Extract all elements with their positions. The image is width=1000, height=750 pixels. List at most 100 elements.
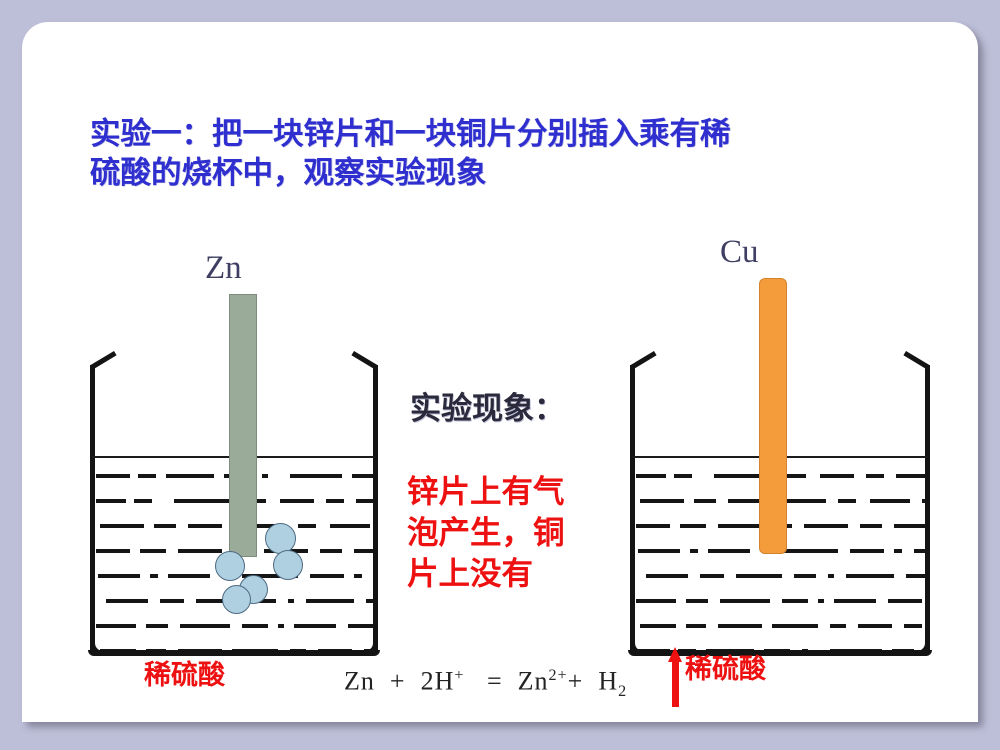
chemical-equation: Zn + 2H+ = Zn2++ H2 xyxy=(344,663,627,705)
solution-dash xyxy=(802,649,808,652)
solution-dash xyxy=(736,574,782,578)
equation-equals: = xyxy=(486,666,503,696)
solution-dash xyxy=(818,599,824,603)
solution-dash xyxy=(366,599,374,603)
beaker-right-wall-left xyxy=(630,365,635,652)
solution-dash xyxy=(680,524,706,528)
hydrogen-bubble xyxy=(222,585,251,614)
observation-line-3: 片上没有 xyxy=(407,556,534,591)
observation-heading: 实验现象： xyxy=(410,391,565,426)
observation-line-2: 泡产生，铜 xyxy=(407,515,565,550)
solution-dash xyxy=(850,549,884,553)
beaker-right xyxy=(624,347,936,662)
solution-dash xyxy=(98,574,140,578)
solution-dash xyxy=(96,624,136,628)
solution-dash xyxy=(96,474,130,478)
solution-dash xyxy=(196,599,242,603)
solution-dash xyxy=(146,649,166,652)
solution-dash xyxy=(914,549,926,553)
solution-dash xyxy=(674,474,692,478)
solution-dash xyxy=(290,649,306,652)
solution-dash xyxy=(134,499,152,503)
hydrogen-bubble xyxy=(215,551,245,581)
solution-dash xyxy=(870,499,910,503)
solution-dash xyxy=(728,499,762,503)
gas-arrow-shaft xyxy=(672,659,679,707)
solution-dash xyxy=(690,549,698,553)
solution-dash xyxy=(280,499,314,503)
solution-dash xyxy=(782,549,838,553)
solution-dash xyxy=(326,499,344,503)
solution-dash xyxy=(254,599,276,603)
solution-dash xyxy=(166,474,214,478)
equation-product-h: H xyxy=(598,666,619,696)
solution-dash xyxy=(764,649,790,652)
solution-dash xyxy=(138,474,156,478)
solution-dash xyxy=(678,649,696,652)
solution-dash xyxy=(866,474,884,478)
solution-dash xyxy=(706,649,754,652)
solution-dash xyxy=(242,624,268,628)
solution-dash xyxy=(922,499,926,503)
solution-dash xyxy=(700,574,724,578)
solution-dash xyxy=(278,624,284,628)
observation-line-1: 锌片上有气 xyxy=(407,474,565,509)
gas-evolution-arrow-icon xyxy=(668,647,682,707)
solution-dash xyxy=(320,549,342,553)
solution-dash xyxy=(636,524,670,528)
solution-dash xyxy=(306,599,354,603)
solution-dash xyxy=(638,549,680,553)
solution-dash xyxy=(718,524,762,528)
page-title: 实验一：把一块锌片和一块铜片分别插入乘有稀 硫酸的烧杯中，观察实验现象 xyxy=(90,115,900,193)
solution-dash xyxy=(234,524,286,528)
solution-dash xyxy=(830,649,882,652)
equation-reactant-zn: Zn xyxy=(344,666,375,696)
solution-dash xyxy=(288,599,294,603)
solution-dash xyxy=(834,599,876,603)
solution-dash xyxy=(178,549,222,553)
solution-dash xyxy=(904,624,922,628)
equation-zn-charge: 2+ xyxy=(548,667,568,684)
solution-dash xyxy=(782,599,808,603)
solution-dash xyxy=(262,474,268,478)
solution-dash xyxy=(894,524,926,528)
solution-dash xyxy=(290,474,342,478)
hydrogen-bubble xyxy=(273,550,303,580)
title-line-1: 实验一：把一块锌片和一块铜片分别插入乘有稀 xyxy=(90,117,731,151)
solution-dash xyxy=(828,574,834,578)
solution-dash xyxy=(830,624,846,628)
solution-dash xyxy=(894,549,902,553)
acid-label-right: 稀硫酸 xyxy=(685,654,766,684)
solution-dash xyxy=(160,599,184,603)
solution-dash xyxy=(714,474,770,478)
solution-dash xyxy=(174,499,230,503)
gas-arrow-head xyxy=(668,647,682,662)
solution-dash xyxy=(294,624,336,628)
solution-dash xyxy=(318,649,352,652)
zinc-electrode-label: Zn xyxy=(205,250,242,286)
solution-dash xyxy=(100,649,136,652)
solution-dash xyxy=(310,574,344,578)
solution-dash xyxy=(686,599,708,603)
solution-dash xyxy=(708,549,750,553)
acid-label-left: 稀硫酸 xyxy=(144,660,225,690)
solution-dash xyxy=(838,499,856,503)
solution-dash xyxy=(330,524,370,528)
solution-dash xyxy=(348,624,374,628)
solution-dash xyxy=(782,474,806,478)
solution-dash xyxy=(146,624,168,628)
solution-dash xyxy=(178,649,222,652)
solution-dash xyxy=(860,524,882,528)
solution-dash xyxy=(636,649,670,652)
solution-dash xyxy=(686,624,706,628)
solution-dash xyxy=(694,499,716,503)
solution-dash xyxy=(906,574,926,578)
solution-dash xyxy=(804,524,848,528)
solution-dash xyxy=(846,574,894,578)
solution-dash xyxy=(720,599,770,603)
zinc-strip xyxy=(229,294,257,557)
solution-dash xyxy=(232,649,278,652)
solution-dash xyxy=(718,624,762,628)
beaker-left-wall-right xyxy=(373,365,378,652)
